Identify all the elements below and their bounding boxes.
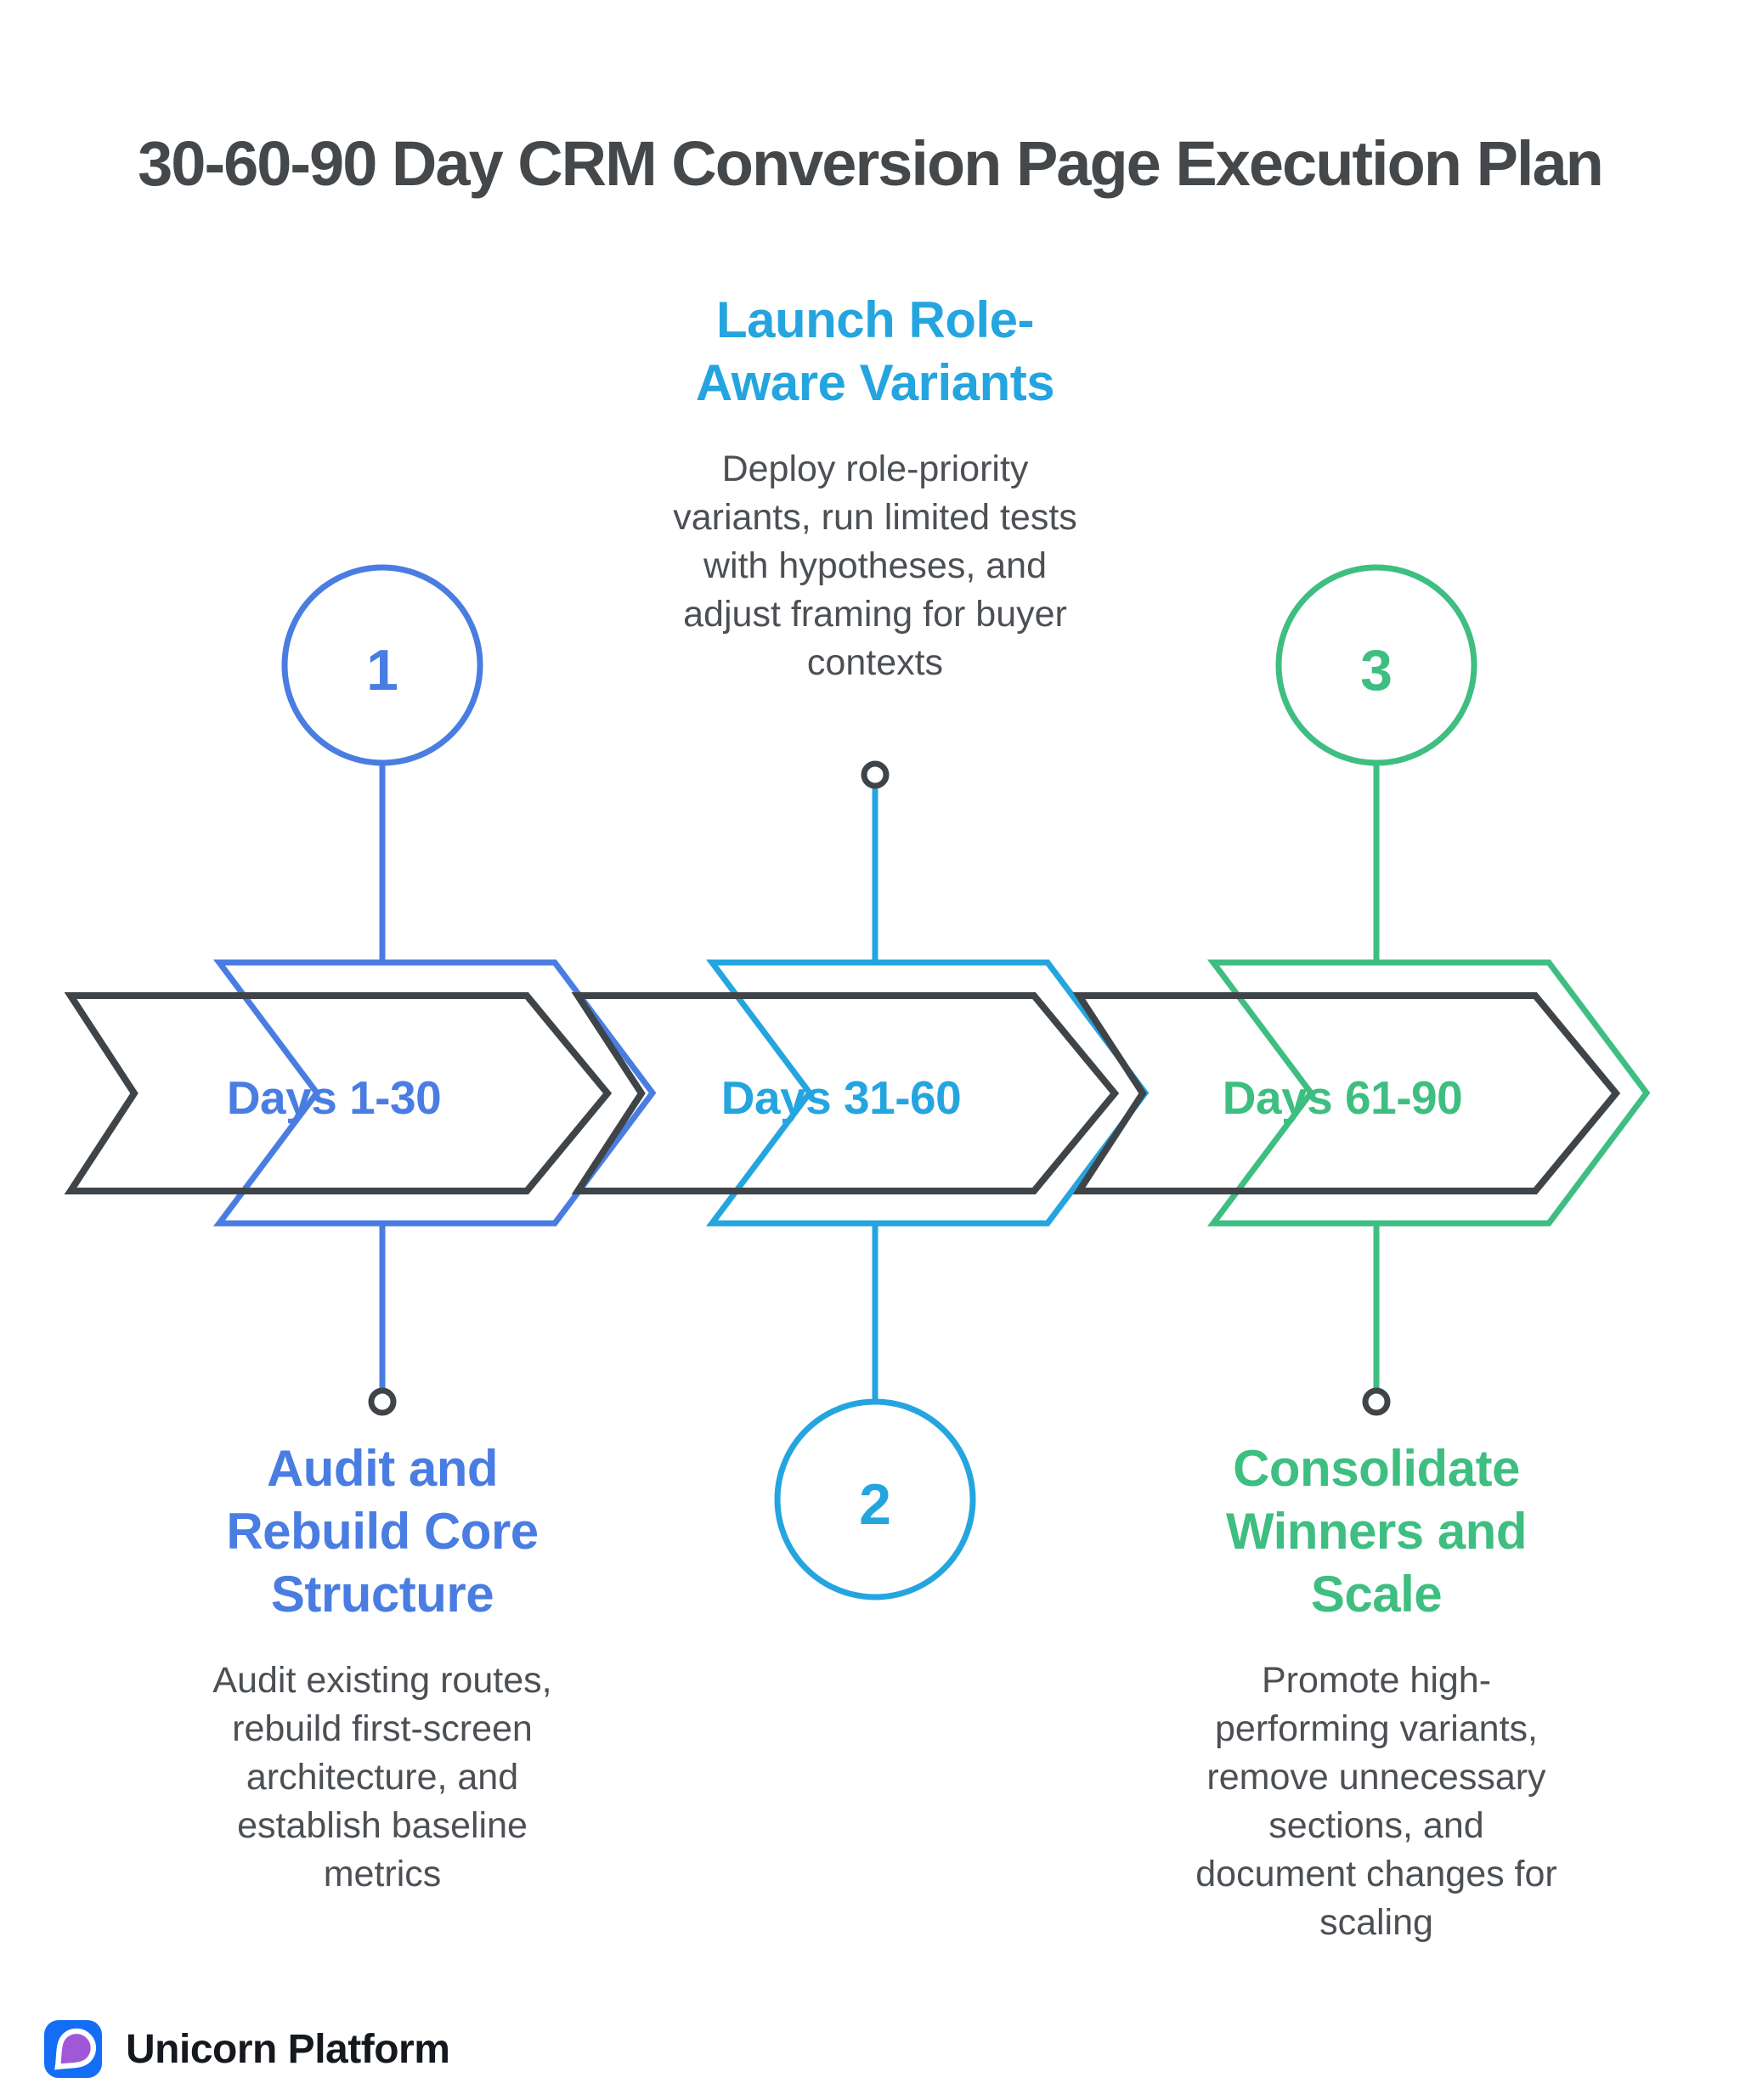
phase2-heading: Launch Role-Aware Variants: [695, 291, 1055, 411]
connector-lines: [379, 763, 1380, 1401]
chevron-fill-phase2: [578, 996, 1115, 1191]
terminal-ring-phase3: [1362, 1387, 1391, 1416]
phase3-number-circle: [1275, 564, 1477, 766]
chevron-outline-phase3: [1072, 992, 1621, 1194]
phase3-heading: Consolidate Winners and Scale: [1225, 1440, 1528, 1623]
phase2-number-circle: [774, 1398, 976, 1600]
terminal-ring-phase1: [368, 1387, 397, 1416]
brand-name: Unicorn Platform: [126, 2026, 450, 2072]
page-title: 30-60-90 Day CRM Conversion Page Executi…: [138, 128, 1604, 199]
unicorn-platform-icon: [44, 2020, 102, 2078]
brand-logo: Unicorn Platform: [44, 2020, 450, 2078]
chevron-fills: [71, 996, 1616, 1191]
chevron-label-phase1: Days 1-30: [227, 1071, 441, 1124]
phase2-number: 2: [859, 1472, 891, 1537]
phase1-text-block: Audit and Rebuild Core Structure Audit e…: [127, 1437, 637, 1899]
phase1-heading: Audit and Rebuild Core Structure: [226, 1440, 539, 1623]
phase1-description: Audit existing routes, rebuild first-scr…: [212, 1660, 552, 1894]
chevron-outline-phase1: [64, 992, 613, 1194]
chevron-label-phase3: Days 61-90: [1223, 1071, 1462, 1124]
logo-drop-icon: [54, 2028, 97, 2070]
phase1-number: 1: [366, 638, 398, 703]
terminal-ring-phase2: [861, 760, 890, 789]
chevron-outlines: [64, 992, 1621, 1194]
chevron-label-phase2: Days 31-60: [721, 1071, 961, 1124]
phase2-description: Deploy role-priority variants, run limit…: [673, 449, 1077, 683]
phase1-number-circle: [281, 564, 483, 766]
chevron-outline-phase2: [571, 992, 1120, 1194]
phase3-description: Promote high-performing variants, remove…: [1195, 1660, 1557, 1943]
chevron-accent-phase3: [1207, 959, 1651, 1227]
chevron-accents: [213, 959, 1651, 1227]
chevron-fill-phase3: [1079, 996, 1616, 1191]
chevron-fill-phase1: [71, 996, 607, 1191]
phase3-number: 3: [1360, 638, 1393, 703]
chevron-accent-phase1: [213, 959, 657, 1227]
phase2-text-block: Launch Role-Aware Variants Deploy role-p…: [595, 289, 1155, 687]
phase3-text-block: Consolidate Winners and Scale Promote hi…: [1113, 1437, 1640, 1947]
chevron-accent-phase2: [706, 959, 1150, 1227]
